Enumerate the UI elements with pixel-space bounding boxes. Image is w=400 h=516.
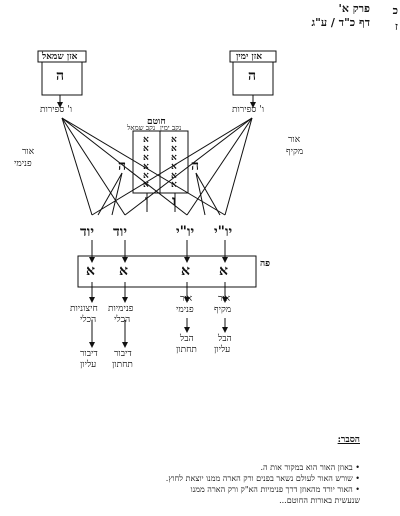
output-3-mid-2: תחתון (176, 345, 197, 355)
note-item-4: שנעשית באורות החוטם... (279, 496, 360, 505)
left-nostril-label: נקב שמאל (127, 124, 156, 132)
nose-vav-right: ו (172, 193, 176, 209)
mouth-alef-2: א (119, 263, 128, 279)
right-nostril-label: נקב ימין (160, 124, 182, 132)
chapter-title: פרק א' (338, 2, 370, 15)
nose-alef-2: א (143, 144, 149, 154)
right-he-letter: ה (191, 158, 200, 174)
mouth-alef-4: א (219, 263, 228, 279)
nose-alef-r2: א (171, 144, 177, 154)
notes-title: הסבר: (337, 435, 360, 445)
edge-mark-bottom: ז (394, 20, 398, 33)
nose-alef-r3: א (171, 153, 177, 163)
mouth-label: פה (260, 259, 271, 269)
output-1-bottom-2: עליון (80, 360, 97, 370)
nose-alef-4: א (143, 162, 149, 172)
output-1-line-1: חיצוניות (70, 304, 98, 314)
output-3-line-2: פנימי (176, 305, 194, 315)
output-4-line-2: מקיף (214, 305, 232, 315)
right-side-label-1: אור (288, 135, 301, 145)
output-2-line-1: פנימיות (108, 304, 134, 314)
yod-3: יו"י (176, 224, 195, 240)
left-side-label-1: אור (22, 147, 35, 157)
nose-alef-r4: א (171, 162, 177, 172)
left-ear-label: ו' ספירות (40, 105, 73, 115)
page-reference: דף כ"ד / ע"ג (311, 16, 370, 29)
right-side-label-2: מקיף (286, 147, 304, 157)
right-ear-title: אזן ימין (236, 52, 263, 62)
output-1-bottom-1: דיבור (80, 349, 98, 359)
note-item-2: • שורש האור לעולם נשאר בפנים ורק הארה ממ… (165, 474, 360, 483)
left-ear-letter: ה (56, 68, 65, 84)
nose-alef-r6: א (171, 180, 177, 190)
left-ear-title: אזן שמאל (42, 52, 78, 62)
output-1-line-2: הכלי (80, 315, 97, 325)
output-2-bottom-1: דיבור (114, 349, 132, 359)
left-he-letter: ה (118, 158, 127, 174)
yod-4: יו"י (214, 224, 233, 240)
mouth-alef-3: א (181, 263, 190, 279)
right-ear-letter: ה (248, 68, 257, 84)
mouth-box (77, 255, 257, 288)
nose-alef-3: א (143, 153, 149, 163)
nose-title: חוטם (147, 117, 166, 127)
edge-mark-top: כ (392, 4, 398, 17)
nose-alef-1: א (143, 135, 149, 145)
note-item-3: • האור יורד מהאוזן דרך פנימיות הא"ק ורק … (190, 485, 360, 494)
yod-2: יוד (113, 224, 127, 240)
output-4-mid-1: הבל (218, 334, 232, 344)
output-4-line-1: אור (218, 294, 231, 304)
output-3-line-1: אור (180, 294, 193, 304)
mouth-alef-1: א (86, 263, 95, 279)
nose-alef-6: א (143, 180, 149, 190)
left-side-label-2: פנימי (14, 159, 32, 169)
nose-alef-r1: א (171, 135, 177, 145)
output-2-line-2: הכלי (114, 315, 131, 325)
yod-1: יוד (80, 224, 94, 240)
output-2-bottom-2: תחתון (112, 360, 133, 370)
nose-alef-5: א (143, 171, 149, 181)
output-4-mid-2: עליון (214, 345, 231, 355)
right-ear-label: ו' ספירות (232, 105, 265, 115)
nose-vav-left: ו (145, 193, 149, 209)
output-3-mid-1: הבל (180, 334, 194, 344)
note-item-1: • באוזן האור הוא במקור אות ה. (260, 463, 360, 472)
nose-alef-r5: א (171, 171, 177, 181)
